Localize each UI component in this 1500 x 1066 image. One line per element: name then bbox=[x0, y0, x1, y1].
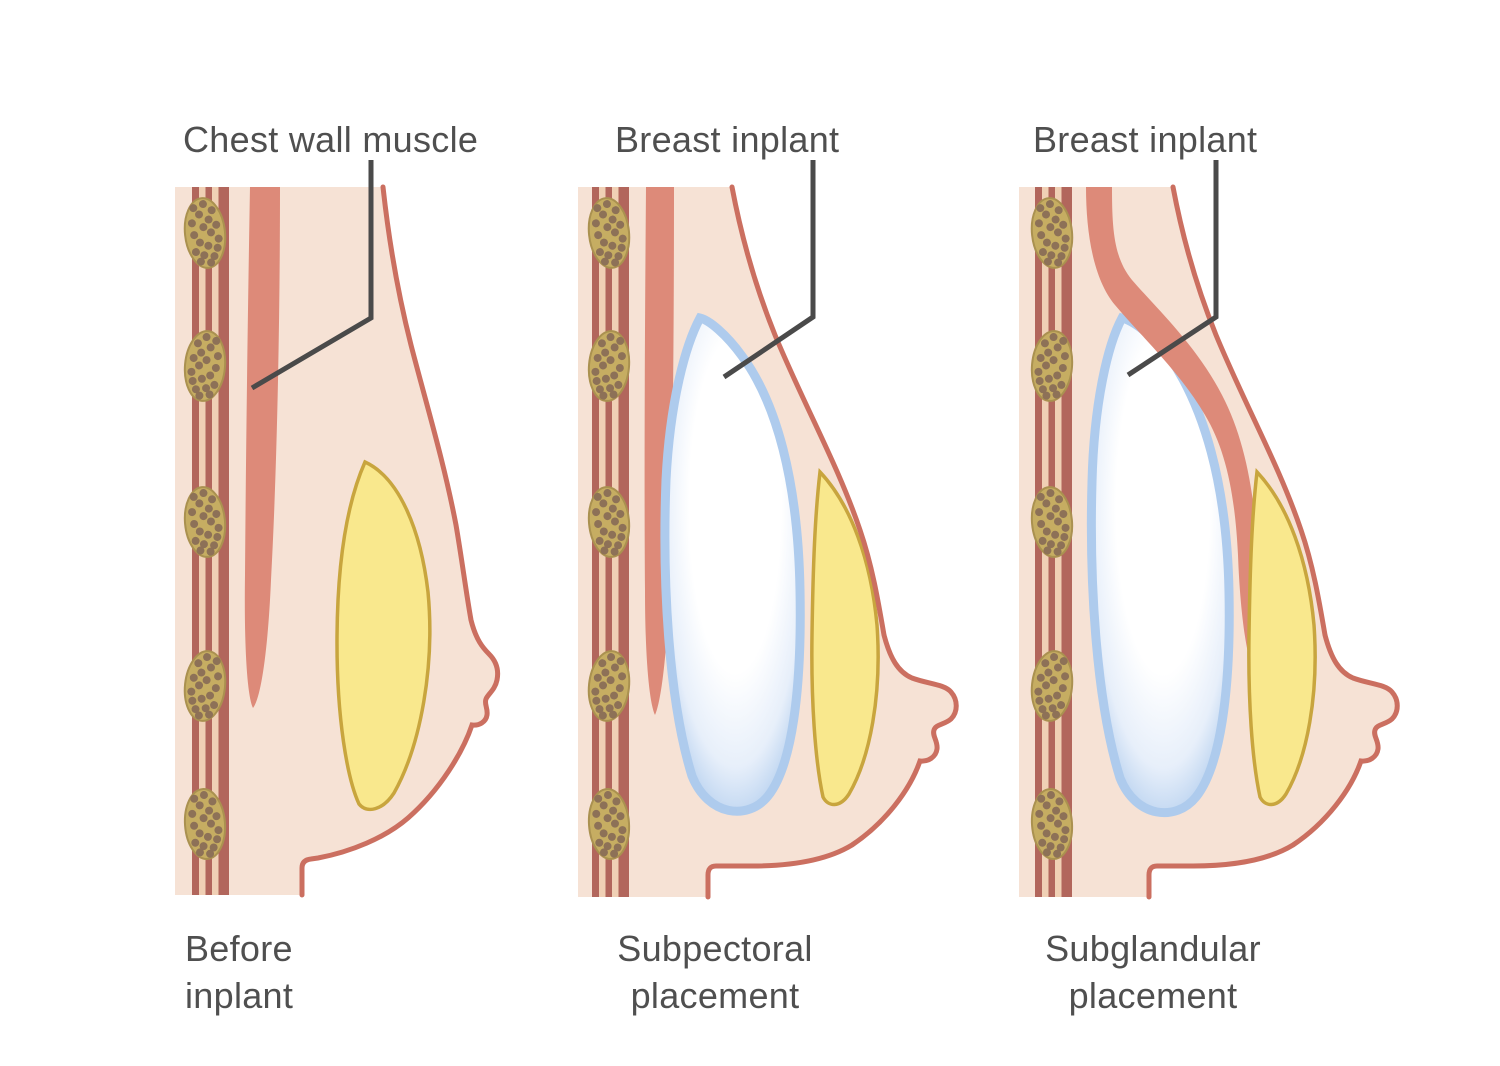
rib-cross-section bbox=[183, 650, 227, 722]
rib-cross-section bbox=[183, 788, 227, 860]
rib-cross-section bbox=[587, 486, 631, 558]
caption-line: placement bbox=[1068, 975, 1238, 1016]
caption-line: Subpectoral bbox=[617, 928, 813, 969]
breast-implant-leader-line bbox=[1126, 160, 1219, 378]
rib-cross-section bbox=[587, 788, 631, 860]
rib-cross-section bbox=[587, 650, 631, 722]
callout-breast-implant-subpectoral: Breast inplant bbox=[615, 119, 840, 160]
chest-wall-muscle bbox=[1086, 187, 1258, 664]
mammary-gland bbox=[810, 468, 880, 807]
mammary-gland bbox=[335, 459, 432, 812]
rib-cross-section bbox=[587, 330, 631, 402]
panel-subglandular bbox=[1019, 160, 1400, 900]
chest-wall-muscle bbox=[244, 187, 280, 708]
mammary-gland bbox=[1247, 468, 1317, 807]
rib-cross-section bbox=[183, 486, 227, 558]
panel-before-implant bbox=[175, 160, 501, 898]
rib-cross-section bbox=[1030, 486, 1074, 558]
breast-implant bbox=[660, 312, 805, 816]
rib-cross-section bbox=[183, 197, 227, 269]
rib-column bbox=[1030, 197, 1074, 860]
rib-cross-section bbox=[1030, 788, 1074, 860]
breast-implant bbox=[1086, 312, 1234, 817]
rib-cross-section bbox=[1030, 330, 1074, 402]
breast-implant-leader-line bbox=[722, 160, 816, 380]
rib-cross-section bbox=[1030, 650, 1074, 722]
caption-before-implant: Before inplant bbox=[185, 925, 293, 1019]
caption-line: Before bbox=[185, 928, 293, 969]
caption-line: inplant bbox=[185, 975, 294, 1016]
rib-cross-section bbox=[587, 197, 631, 269]
caption-line: Subglandular bbox=[1045, 928, 1261, 969]
caption-subglandular: Subglandular placement bbox=[998, 925, 1308, 1019]
rib-cross-section bbox=[183, 330, 227, 402]
skin-outline bbox=[299, 184, 501, 898]
callout-chest-wall-muscle: Chest wall muscle bbox=[183, 119, 479, 160]
rib-cross-section bbox=[1030, 197, 1074, 269]
caption-line: placement bbox=[630, 975, 800, 1016]
panel-subpectoral bbox=[578, 160, 959, 900]
chest-wall-muscle-leader-line bbox=[250, 160, 374, 391]
caption-subpectoral: Subpectoral placement bbox=[560, 925, 870, 1019]
skin-outline bbox=[705, 184, 959, 900]
rib-column bbox=[183, 197, 227, 860]
rib-column bbox=[587, 197, 631, 860]
callout-breast-implant-subglandular: Breast inplant bbox=[1033, 119, 1258, 160]
skin-outline bbox=[1146, 184, 1400, 900]
